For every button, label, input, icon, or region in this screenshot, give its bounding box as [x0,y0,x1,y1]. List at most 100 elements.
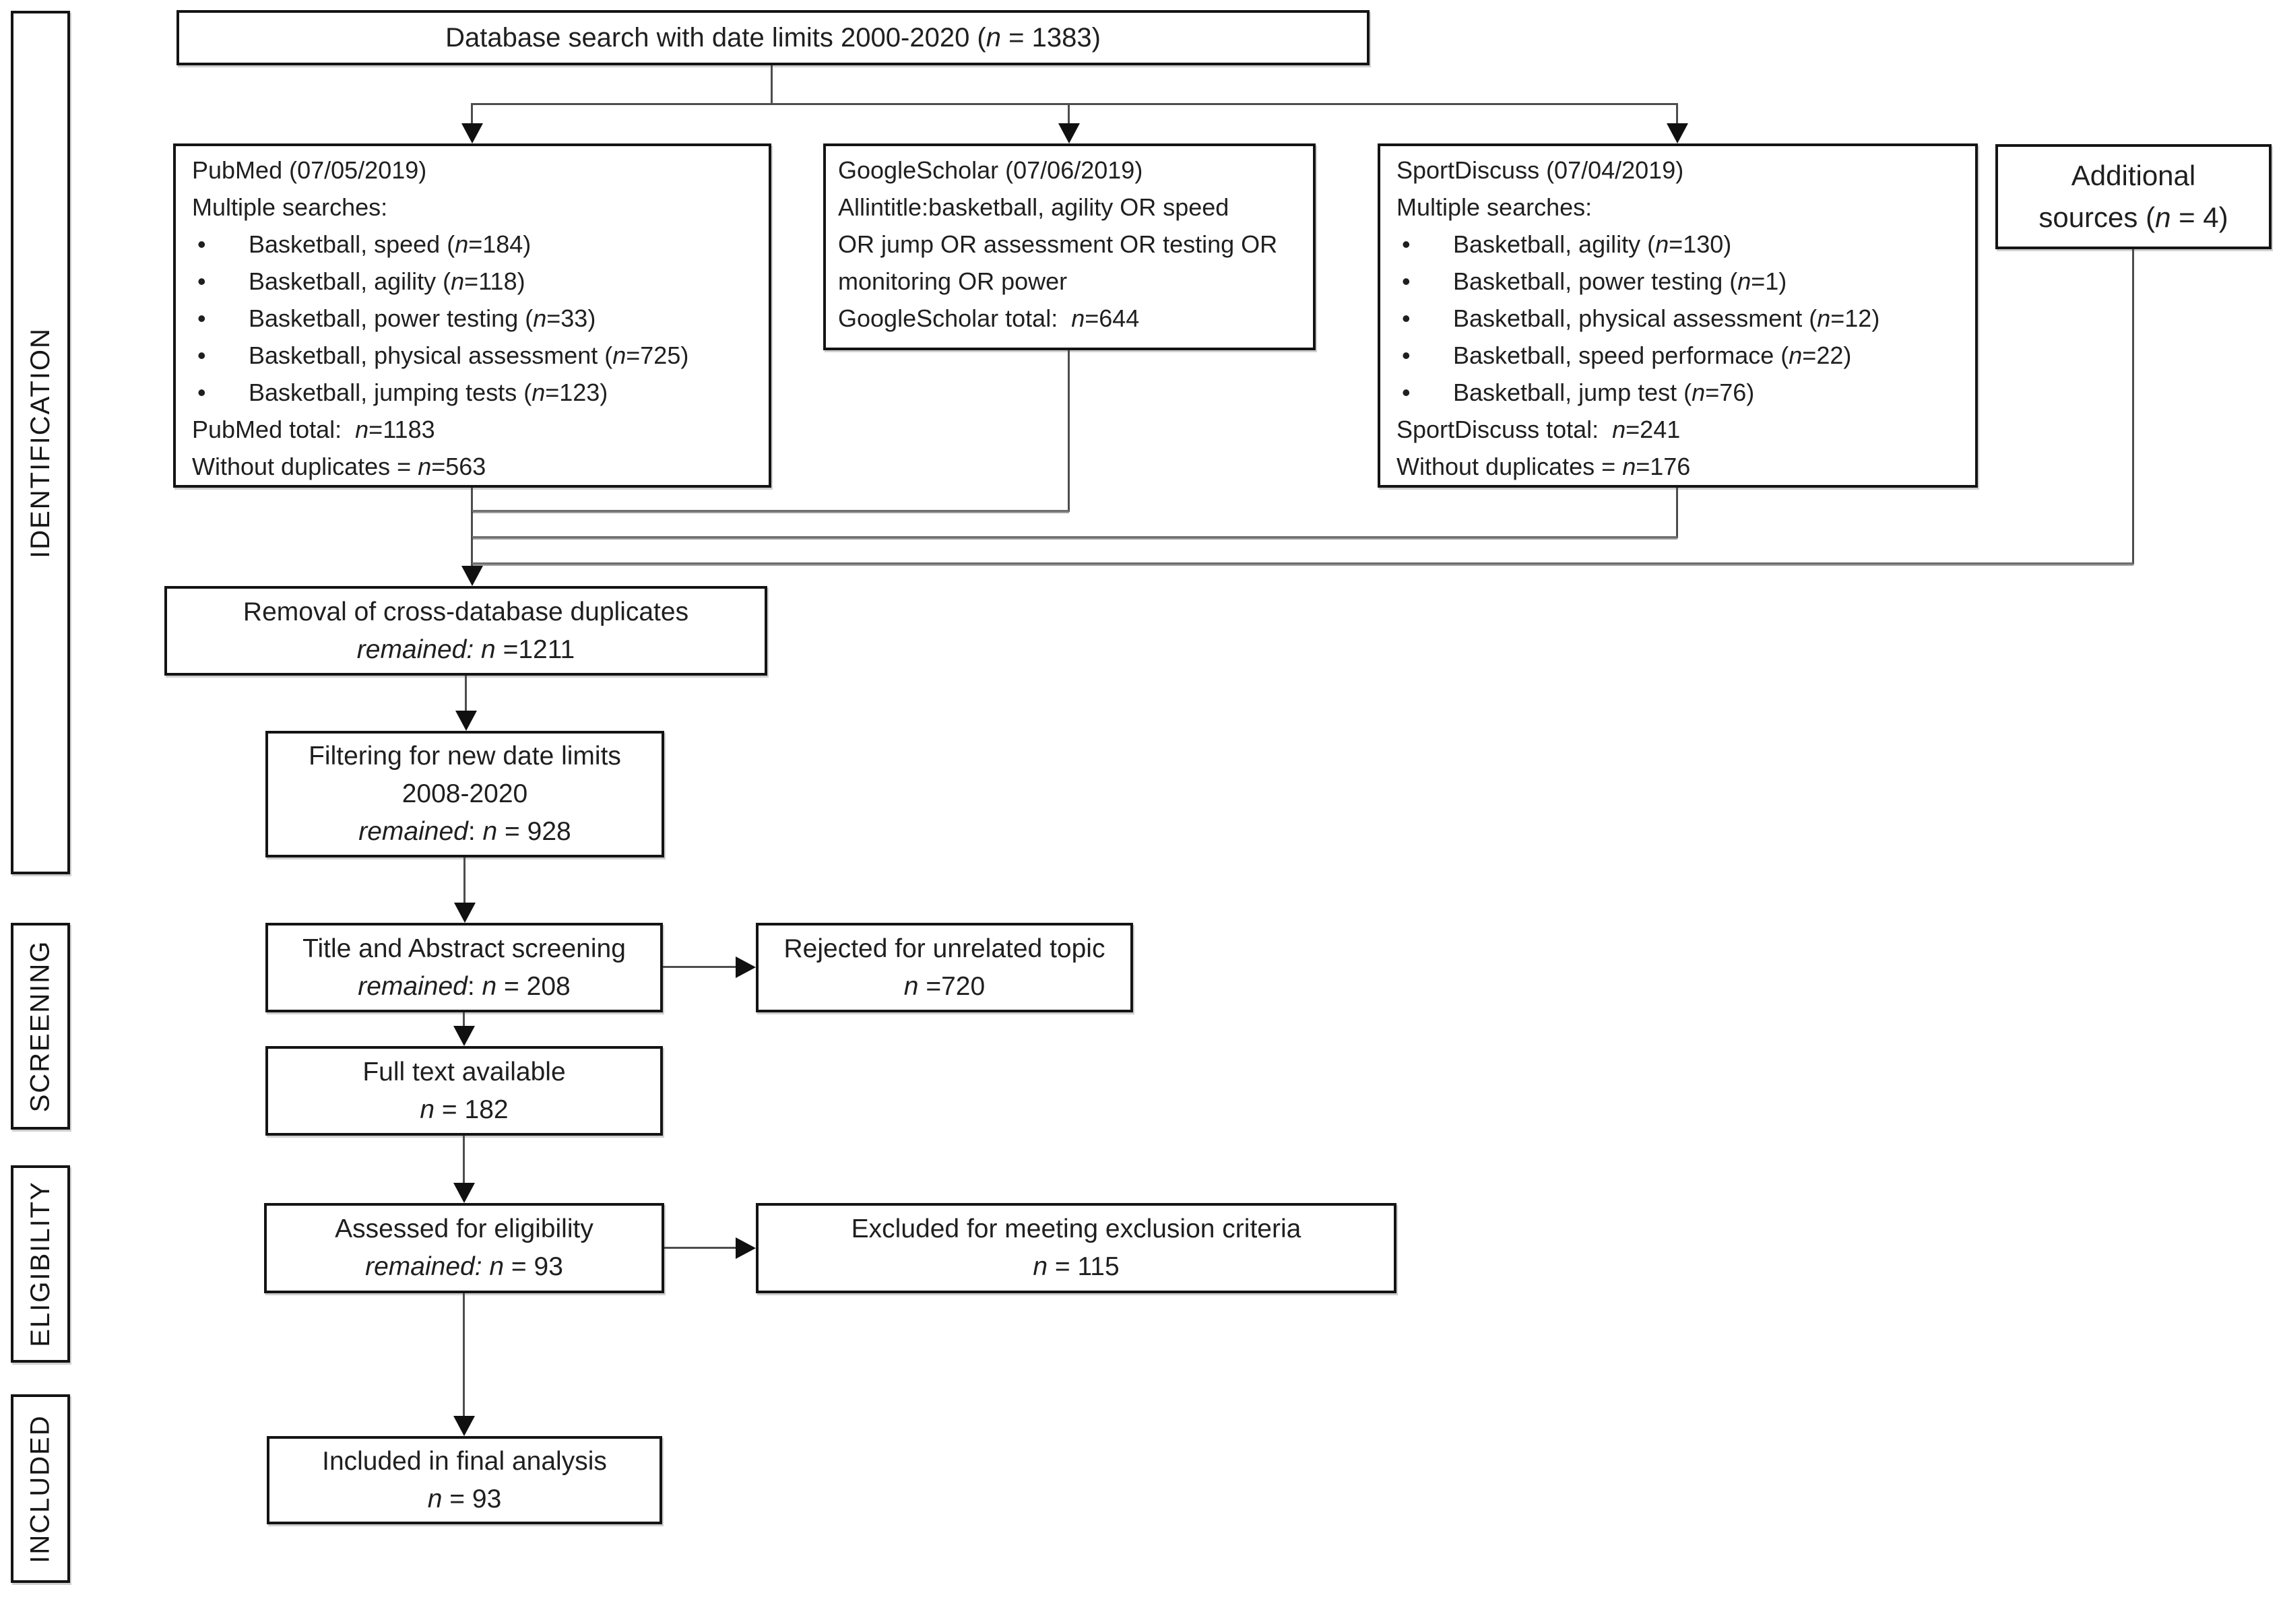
additional-sources-line1: Additional [2071,160,2196,191]
connector-line [1676,103,1678,126]
node-date-filter: Filtering for new date limits 2008-2020 … [265,731,664,857]
removal-line1: Removal of cross-database duplicates [243,597,689,626]
sportdiscuss-dedup: Without duplicates = n=176 [1396,453,1691,480]
arrow-down-icon [455,711,477,731]
connector-line [463,857,465,905]
included-line1: Included in final analysis [322,1446,607,1476]
sportdiscuss-bullet-text: Basketball, physical assessment (n=12) [1453,304,1880,332]
sportdiscuss-bullet-row: • Basketball, power testing (n=1) [1396,263,1964,300]
bullet-icon: • [197,304,206,332]
sportdiscuss-bullet-text: Basketball, jump test (n=76) [1453,379,1755,406]
googlescholar-query-line: OR jump OR assessment OR testing OR [838,230,1278,258]
stage-label-eligibility-text: ELIGIBILITY [25,1181,55,1347]
title-abstract-line1: Title and Abstract screening [302,934,626,963]
pubmed-bullet-text: Basketball, agility (n=118) [249,267,525,295]
bullet-icon: • [1402,230,1411,258]
connector-line [1068,103,1070,126]
included-line2: n = 93 [427,1484,502,1514]
sportdiscuss-bullet-row: • Basketball, jump test (n=76) [1396,374,1964,411]
stage-label-included: INCLUDED [11,1394,70,1583]
date-filter-line3: remained: n = 928 [358,817,571,846]
sportdiscuss-bullet-text: Basketball, speed performace (n=22) [1453,342,1852,369]
stage-label-included-text: INCLUDED [25,1414,55,1563]
pubmed-bullet-text: Basketball, power testing (n=33) [249,304,596,332]
full-text-line1: Full text available [362,1057,566,1086]
pubmed-bullet-row: • Basketball, speed (n=184) [192,226,758,263]
connector-line [465,676,467,713]
pubmed-bullet-row: • Basketball, jumping tests (n=123) [192,374,758,411]
sportdiscuss-bullet-row: • Basketball, speed performace (n=22) [1396,337,1964,374]
assessed-line2: remained: n = 93 [365,1252,563,1281]
sportdiscuss-title: SportDiscuss (07/04/2019) [1396,156,1684,184]
node-rejected-unrelated: Rejected for unrelated topic n =720 [756,923,1133,1012]
arrow-down-icon [453,1416,475,1436]
node-title-abstract-screening: Title and Abstract screening remained: n… [265,923,663,1012]
node-pubmed: PubMed (07/05/2019) Multiple searches: •… [173,143,771,488]
sportdiscuss-total: SportDiscuss total: n=241 [1396,416,1681,443]
pubmed-title: PubMed (07/05/2019) [192,156,427,184]
connector-line [472,562,2133,564]
bullet-icon: • [197,267,206,295]
connector-line [463,1136,465,1186]
connector-line [463,1293,465,1419]
pubmed-bullet-text: Basketball, jumping tests (n=123) [249,379,608,406]
googlescholar-title: GoogleScholar (07/06/2019) [838,156,1143,184]
rejected-line2: n =720 [903,971,986,1001]
connector-line [771,65,773,104]
arrow-down-icon [461,123,483,143]
connector-line [1676,488,1678,538]
pubmed-bullet-row: • Basketball, physical assessment (n=725… [192,337,758,374]
arrow-down-icon [453,1183,475,1203]
bullet-icon: • [1402,304,1411,332]
date-filter-line1: Filtering for new date limits [309,742,621,771]
connector-line [664,1247,739,1249]
stage-label-screening-text: SCREENING [25,940,55,1113]
node-googlescholar: GoogleScholar (07/06/2019) Allintitle:ba… [823,143,1316,350]
date-filter-line2: 2008-2020 [401,779,528,808]
rejected-line1: Rejected for unrelated topic [783,934,1105,963]
removal-line2: remained: n =1211 [356,635,575,664]
bullet-icon: • [197,342,206,369]
assessed-line1: Assessed for eligibility [335,1214,593,1243]
connector-line [471,488,473,570]
connector-line [663,966,739,968]
stage-label-identification: IDENTIFICATION [11,11,70,874]
node-full-text-available: Full text available n = 182 [265,1046,663,1136]
arrow-down-icon [453,1026,475,1046]
pubmed-bullet-row: • Basketball, power testing (n=33) [192,300,758,337]
full-text-line2: n = 182 [420,1095,509,1124]
bullet-icon: • [197,379,206,406]
connector-line [472,536,1677,538]
node-included-final: Included in final analysis n = 93 [267,1436,662,1524]
additional-sources-line2: sources (n = 4) [2038,201,2228,233]
pubmed-subtitle: Multiple searches: [192,193,388,221]
stage-label-screening: SCREENING [11,923,70,1130]
sportdiscuss-bullet-text: Basketball, power testing (n=1) [1453,267,1787,295]
arrow-down-icon [461,566,483,586]
excluded-line1: Excluded for meeting exclusion criteria [851,1214,1301,1243]
bullet-icon: • [1402,379,1411,406]
node-removal-duplicates: Removal of cross-database duplicates rem… [164,586,767,676]
stage-label-eligibility: ELIGIBILITY [11,1165,70,1363]
sportdiscuss-bullet-text: Basketball, agility (n=130) [1453,230,1732,258]
googlescholar-query-line: Allintitle:basketball, agility OR speed [838,193,1229,221]
arrow-down-icon [1667,123,1688,143]
connector-line [472,103,1677,105]
arrow-down-icon [1058,123,1080,143]
node-additional-sources: Additional sources (n = 4) [1995,144,2272,249]
node-database-search: Database search with date limits 2000-20… [176,10,1370,65]
pubmed-total: PubMed total: n=1183 [192,416,435,443]
arrow-right-icon [736,956,756,978]
sportdiscuss-bullet-row: • Basketball, physical assessment (n=12) [1396,300,1964,337]
excluded-line2: n = 115 [1033,1252,1120,1281]
connector-line [471,103,473,126]
sportdiscuss-subtitle: Multiple searches: [1396,193,1593,221]
arrow-down-icon [454,903,476,923]
connector-line [463,1012,465,1029]
bullet-icon: • [197,230,206,258]
connector-line [2132,249,2134,564]
node-sportdiscuss: SportDiscuss (07/04/2019) Multiple searc… [1378,143,1978,488]
database-search-text: Database search with date limits 2000-20… [445,23,1101,53]
bullet-icon: • [1402,267,1411,295]
